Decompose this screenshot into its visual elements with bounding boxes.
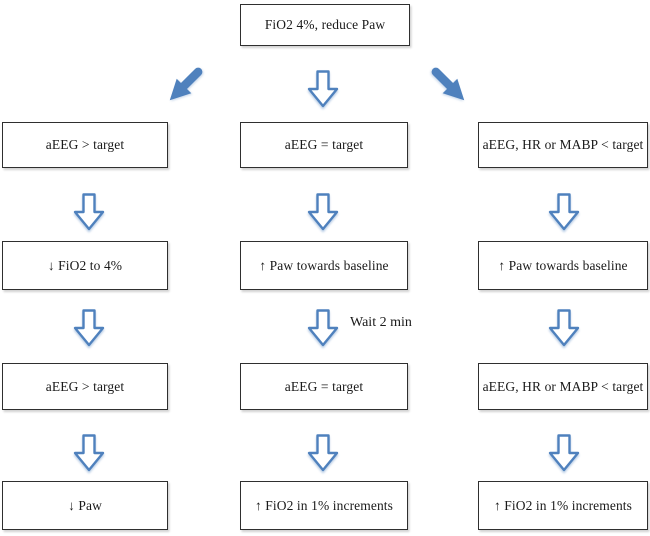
- box-label: aEEG, HR or MABP < target: [482, 378, 644, 394]
- box-label: aEEG = target: [284, 378, 364, 394]
- start-box-label: FiO2 4%, reduce Paw: [264, 17, 386, 32]
- box-label: aEEG = target: [284, 137, 364, 152]
- down-block-arrow-icon: [73, 309, 105, 352]
- down-block-arrow-icon: [73, 193, 105, 236]
- box-label: ↓ FiO2 to 4%: [47, 257, 123, 273]
- box-left-row3: aEEG > target: [2, 363, 168, 410]
- box-right-row1: aEEG, HR or MABP < target: [478, 122, 648, 168]
- arrow-down-right-icon: [428, 66, 472, 106]
- wait-annotation: Wait 2 min: [350, 315, 412, 330]
- arrow-down-left-icon: [162, 66, 206, 106]
- box-left-row1: aEEG > target: [2, 122, 168, 168]
- box-label: ↑ FiO2 in 1% increments: [493, 497, 633, 513]
- box-right-row3: aEEG, HR or MABP < target: [478, 363, 648, 410]
- down-block-arrow-icon: [307, 193, 339, 236]
- box-label: aEEG > target: [45, 137, 125, 152]
- box-label: ↑ Paw towards baseline: [259, 257, 389, 273]
- down-block-arrow-icon: [548, 193, 580, 236]
- down-block-arrow-icon: [307, 309, 339, 352]
- box-left-row4: ↓ Paw: [2, 481, 168, 530]
- box-right-row2: ↑ Paw towards baseline: [478, 241, 648, 290]
- down-block-arrow-icon: [307, 434, 339, 477]
- down-block-arrow-icon: [548, 434, 580, 477]
- box-middle-row4: ↑ FiO2 in 1% increments: [240, 481, 408, 530]
- box-label: aEEG > target: [45, 378, 125, 394]
- down-block-arrow-icon: [73, 434, 105, 477]
- down-block-arrow-icon: [307, 70, 339, 113]
- box-label: ↑ Paw towards baseline: [498, 257, 628, 273]
- box-left-row2: ↓ FiO2 to 4%: [2, 241, 168, 290]
- box-label: ↑ FiO2 in 1% increments: [254, 497, 394, 513]
- box-middle-row1: aEEG = target: [240, 122, 408, 168]
- box-label: ↓ Paw: [68, 497, 102, 513]
- box-middle-row2: ↑ Paw towards baseline: [240, 241, 408, 290]
- box-label: aEEG, HR or MABP < target: [482, 137, 644, 152]
- start-box: FiO2 4%, reduce Paw: [240, 4, 410, 46]
- down-block-arrow-icon: [548, 309, 580, 352]
- box-right-row4: ↑ FiO2 in 1% increments: [478, 481, 648, 530]
- box-middle-row3: aEEG = target: [240, 363, 408, 410]
